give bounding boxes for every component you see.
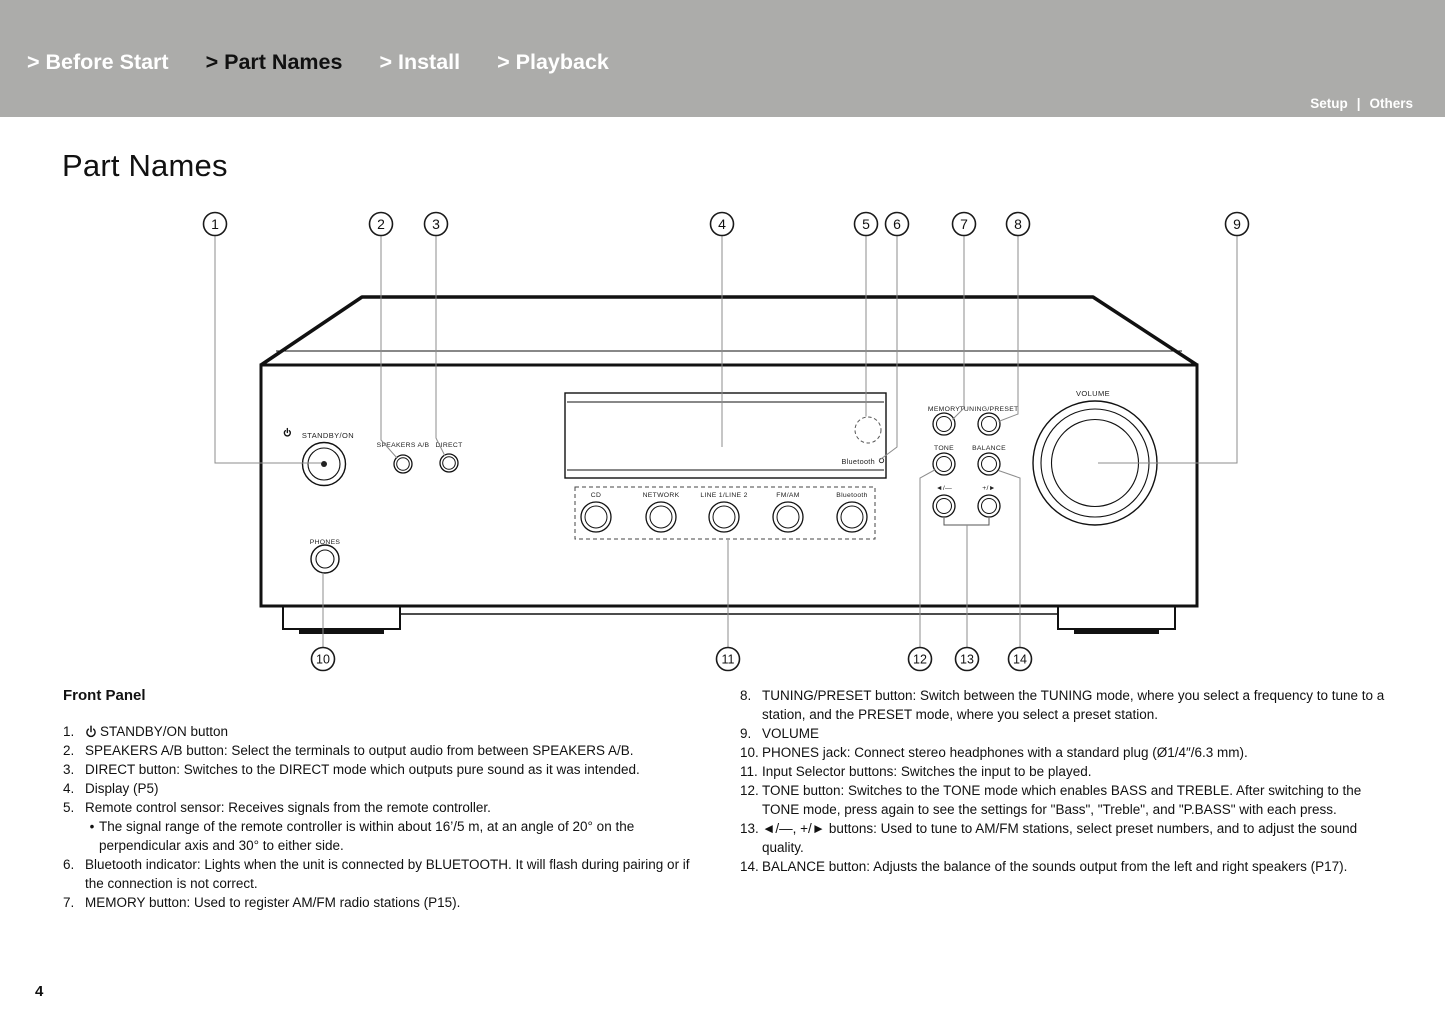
receiver-outline [259,295,1199,634]
callout-14: 14 [1007,646,1033,672]
phones-label: PHONES [310,539,341,546]
callout-13: 13 [954,646,980,672]
nav-install[interactable]: > Install [379,50,461,74]
nav-playback[interactable]: > Playback [497,50,609,74]
svg-text:6: 6 [893,216,901,232]
list-item: 5. Remote control sensor: Receives signa… [63,798,711,855]
list-item: 8. TUNING/PRESET button: Switch between … [740,688,1385,722]
list-item: 14. BALANCE button: Adjusts the balance … [740,859,1348,874]
list-item: 12. TONE button: Switches to the TONE mo… [740,783,1362,817]
list-item: 3. DIRECT button: Switches to the DIRECT… [63,762,640,777]
bluetooth-indicator-label: Bluetooth [841,457,875,466]
direct-button: DIRECT [435,442,462,473]
tune-up-label: +/► [982,485,996,492]
top-nav: > Before Start > Part Names > Install > … [27,50,609,75]
callout-leader-lines [214,235,1238,648]
front-panel-diagram: STANDBY/ON SPEAKERS A/B DIRECT Bluetooth… [202,211,1250,672]
callout-4: 4 [709,211,735,237]
input-bluetooth-label: Bluetooth [836,492,867,499]
callout-11: 11 [715,646,741,672]
display-panel: Bluetooth [564,392,887,479]
list-item: 10. PHONES jack: Connect stereo headphon… [740,745,1248,760]
svg-text:2: 2 [377,216,385,232]
svg-text:8: 8 [1014,216,1022,232]
list-item: 9. VOLUME [740,726,820,741]
sub-nav: Setup | Others [1310,96,1413,111]
phones-jack: PHONES [310,539,341,574]
front-panel-list-right: 8. TUNING/PRESET button: Switch between … [740,686,1396,876]
input-line-button [708,501,740,533]
callout-8: 8 [1005,211,1031,237]
input-line-label: LINE 1/LINE 2 [700,492,747,499]
list-item: 6. Bluetooth indicator: Lights when the … [63,857,690,891]
callout-9: 9 [1224,211,1250,237]
callout-6: 6 [884,211,910,237]
tone-button: TONE [932,445,956,476]
tuning-preset-button: TUNING/PRESET [959,406,1018,436]
callout-12: 12 [907,646,933,672]
balance-button: BALANCE [972,445,1006,476]
nav-others[interactable]: Others [1369,96,1413,111]
input-fmam-label: FM/AM [776,492,799,499]
tune-down-label: ◄/— [936,485,952,492]
memory-label: MEMORY [928,406,960,413]
input-selector-buttons: CD NETWORK LINE 1/LINE 2 FM/AM Bluetooth [574,486,876,540]
front-panel-list-left: Front Panel 1. STANDBY/ON button 2. SPEA… [63,686,711,912]
nav-setup[interactable]: Setup [1310,96,1348,111]
callout-5: 5 [853,211,879,237]
svg-text:14: 14 [1013,653,1027,667]
direct-label: DIRECT [435,442,462,449]
nav-before-start[interactable]: > Before Start [27,50,169,74]
svg-text:7: 7 [960,216,968,232]
balance-label: BALANCE [972,445,1006,452]
svg-text:5: 5 [862,216,870,232]
svg-text:9: 9 [1233,216,1241,232]
svg-text:11: 11 [722,653,735,667]
svg-text:12: 12 [913,653,927,667]
callout-10: 10 [310,646,336,672]
svg-text:10: 10 [316,653,330,667]
section-title: Front Panel [63,687,146,704]
standby-label: STANDBY/ON [302,431,354,440]
callout-3: 3 [423,211,449,237]
memory-button: MEMORY [928,406,960,436]
callout-1: 1 [202,211,228,237]
svg-text:3: 3 [432,216,440,232]
tune-up-button: +/► [977,485,1001,518]
list-item: 13. ◄/—, +/► buttons: Used to tune to AM… [740,821,1358,855]
header-bar: > Before Start > Part Names > Install > … [0,0,1445,117]
input-bluetooth-button [836,501,868,533]
list-item: 4. Display (P5) [63,781,159,796]
speakers-ab-label: SPEAKERS A/B [377,442,430,449]
sub-bullet: •The signal range of the remote controll… [89,819,635,853]
volume-label: VOLUME [1076,389,1110,398]
input-network-label: NETWORK [643,492,680,499]
page-title: Part Names [62,148,228,183]
tone-label: TONE [934,445,954,452]
callout-7: 7 [951,211,977,237]
page-number: 4 [35,983,44,1000]
input-fmam-button [772,501,804,533]
callout-2: 2 [368,211,394,237]
nav-divider: | [1356,96,1361,111]
speakers-ab-button: SPEAKERS A/B [377,442,430,474]
tune-down-button: ◄/— [932,485,956,518]
nav-part-names[interactable]: > Part Names [205,50,343,74]
tuning-preset-label: TUNING/PRESET [959,406,1018,413]
list-item: 1. STANDBY/ON button [63,724,229,739]
list-item: 11. Input Selector buttons: Switches the… [740,764,1092,779]
svg-text:4: 4 [718,216,726,232]
input-network-button [645,501,677,533]
power-icon [86,725,96,738]
remote-sensor [854,416,882,444]
list-item: 2. SPEAKERS A/B button: Select the termi… [63,743,634,758]
standby-on-button: STANDBY/ON [283,427,354,487]
input-cd-label: CD [591,492,601,499]
svg-text:13: 13 [960,653,974,667]
arrow-buttons-bracket [943,518,990,526]
volume-knob: VOLUME [1032,389,1158,526]
list-item: 7. MEMORY button: Used to register AM/FM… [63,895,461,910]
input-cd-button [580,501,612,533]
svg-text:1: 1 [211,216,219,232]
